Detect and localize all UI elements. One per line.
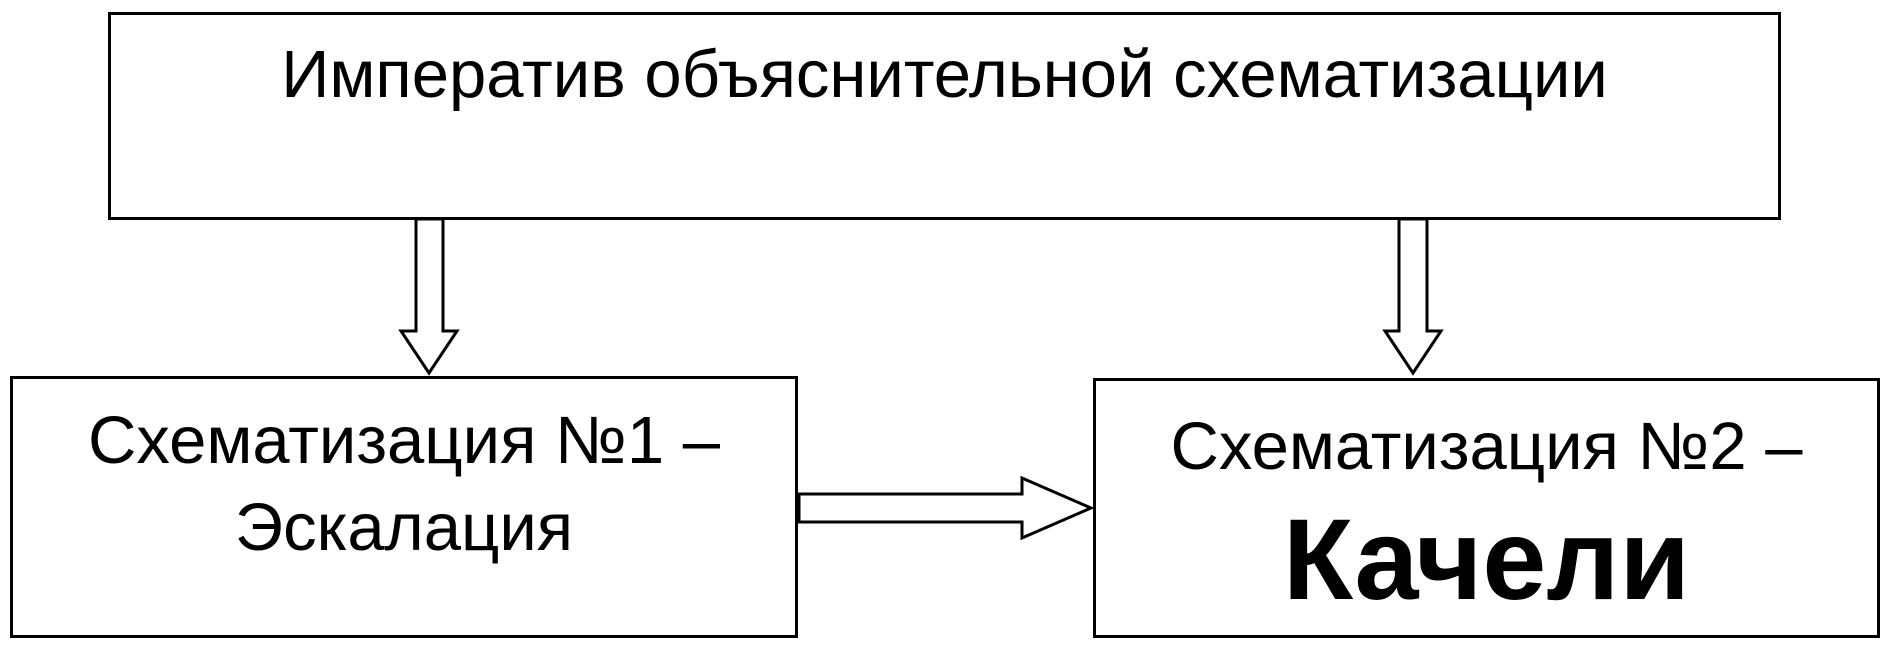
schematization-2-title: Схематизация №2 – bbox=[1170, 409, 1803, 484]
schematization-1-title: Схематизация №1 – bbox=[87, 403, 721, 478]
schematization-1-name: Эскалация bbox=[234, 490, 574, 565]
schematization-2-box: Схематизация №2 – Качели bbox=[1093, 378, 1880, 638]
arrow-top-to-left bbox=[398, 217, 460, 376]
imperative-box-text: Императив объяснительной схематизации bbox=[281, 37, 1608, 112]
imperative-box: Императив объяснительной схематизации bbox=[108, 12, 1781, 220]
schematization-1-box: Схематизация №1 – Эскалация bbox=[10, 376, 798, 638]
arrow-left-to-right bbox=[797, 475, 1095, 541]
schematization-2-name: Качели bbox=[1282, 496, 1691, 624]
arrow-top-to-right bbox=[1382, 217, 1444, 376]
